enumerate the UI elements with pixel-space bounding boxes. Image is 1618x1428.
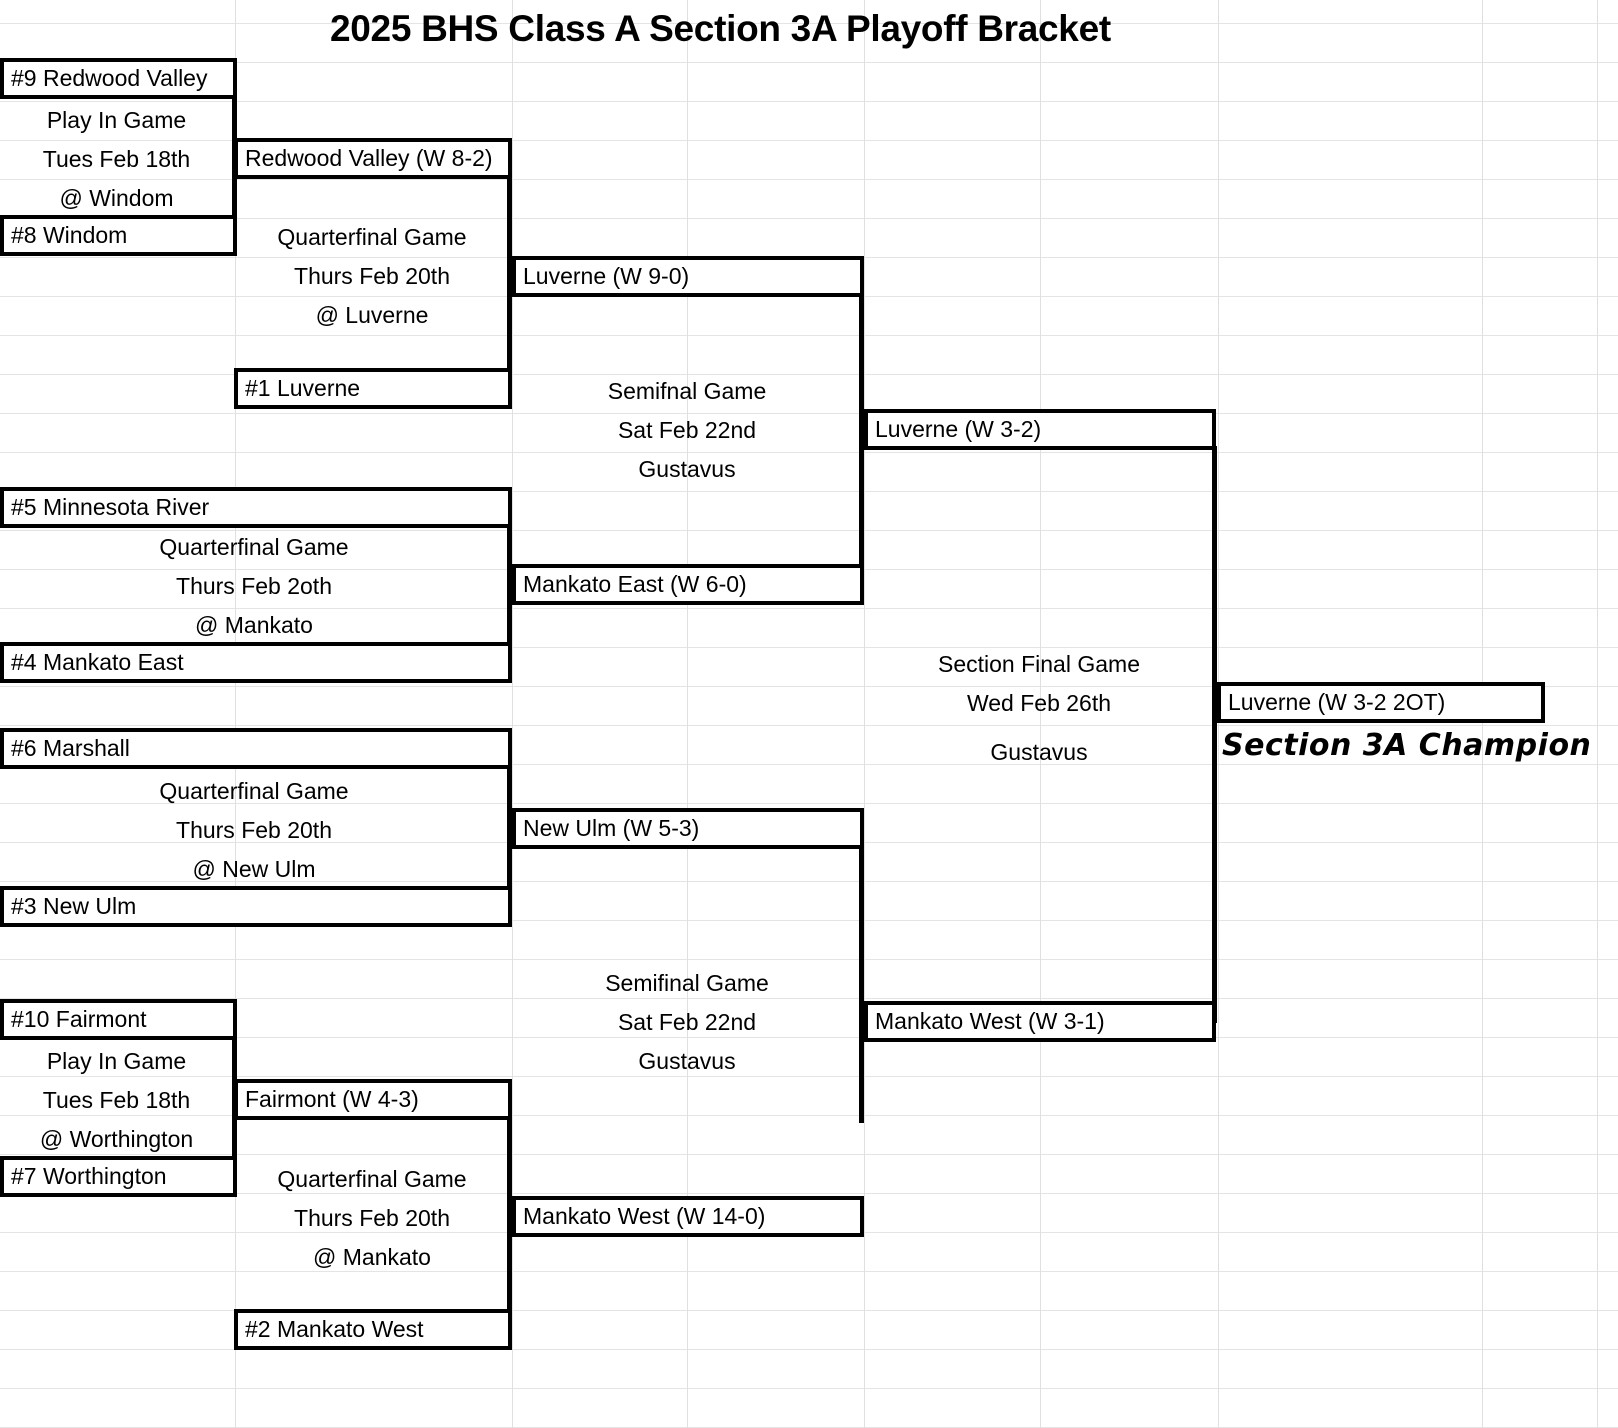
grid-column-line [512,0,513,1428]
winner-box-redwood-valley[interactable]: Redwood Valley (W 8-2) [234,138,512,179]
team-box-8-windom[interactable]: #8 Windom [0,215,237,256]
qf4-date: Thurs Feb 20th [294,1205,450,1231]
grid-row-line [0,998,1618,999]
grid-column-line [235,0,236,1428]
sf1-site: Gustavus [638,456,736,482]
grid-row-line [0,725,1618,726]
champion-box-luverne[interactable]: Luverne (W 3-2 2OT) [1217,682,1545,723]
team-box-6-marshall[interactable]: #6 Marshall [0,728,512,769]
grid-row-line [0,179,1618,180]
team-box-10-fairmont[interactable]: #10 Fairmont [0,999,237,1040]
grid-row-line [0,686,1618,687]
grid-row-line [0,491,1618,492]
sf2-label: Semifinal Game [605,970,769,996]
grid-column-line [1597,0,1598,1428]
sf2-date: Sat Feb 22nd [617,1009,757,1035]
play-in-top-label: Play In Game [46,107,187,133]
grid-row-line [0,335,1618,336]
qf1-label: Quarterfinal Game [277,224,467,250]
winner-box-mankato-west-qf[interactable]: Mankato West (W 14-0) [512,1196,864,1237]
grid-row-line [0,23,1618,24]
sf1-date: Sat Feb 22nd [617,417,757,443]
grid-row-line [0,881,1618,882]
grid-row-line [0,452,1618,453]
play-in-bottom-date: Tues Feb 18th [42,1087,191,1113]
winner-box-mankato-west-sf[interactable]: Mankato West (W 3-1) [864,1001,1216,1042]
winner-box-luverne-qf[interactable]: Luverne (W 9-0) [512,256,864,297]
grid-row-line [0,959,1618,960]
grid-row-line [0,1115,1618,1116]
winner-box-luverne-sf[interactable]: Luverne (W 3-2) [864,409,1216,450]
grid-row-line [0,1076,1618,1077]
team-box-4-mankato-east[interactable]: #4 Mankato East [0,642,512,683]
final-label: Section Final Game [938,651,1140,677]
winner-box-fairmont[interactable]: Fairmont (W 4-3) [234,1079,512,1120]
connector-sf1 [859,293,864,570]
team-box-2-mankato-west[interactable]: #2 Mankato West [234,1309,512,1350]
grid-row-line [0,608,1618,609]
grid-row-line [0,1310,1618,1311]
connector-final [1212,446,1217,1023]
qf2-label: Quarterfinal Game [159,534,349,560]
grid-row-line [0,62,1618,63]
grid-row-line [0,1154,1618,1155]
connector-qf3 [507,766,512,892]
team-box-1-luverne[interactable]: #1 Luverne [234,368,512,409]
grid-row-line [0,218,1618,219]
qf2-date: Thurs Feb 2oth [176,573,332,599]
team-box-3-new-ulm[interactable]: #3 New Ulm [0,886,512,927]
grid-row-line [0,1349,1618,1350]
team-box-9-redwood-valley[interactable]: #9 Redwood Valley [0,58,237,99]
connector-qf2 [507,524,512,647]
final-date: Wed Feb 26th [966,690,1112,716]
grid-column-line [1040,0,1041,1428]
champion-caption: Section 3A Champion [1222,728,1592,763]
play-in-bottom-label: Play In Game [46,1048,187,1074]
grid-row-line [0,413,1618,414]
grid-row-line [0,1037,1618,1038]
grid-row-line [0,764,1618,765]
play-in-top-date: Tues Feb 18th [42,146,191,172]
grid-row-line [0,530,1618,531]
grid-row-line [0,920,1618,921]
team-box-5-minnesota-river[interactable]: #5 Minnesota River [0,487,512,528]
qf1-site: @ Luverne [315,302,429,328]
qf3-date: Thurs Feb 20th [176,817,332,843]
qf4-site: @ Mankato [313,1244,431,1270]
grid-row-line [0,101,1618,102]
grid-row-line [0,140,1618,141]
qf3-label: Quarterfinal Game [159,778,349,804]
team-box-7-worthington[interactable]: #7 Worthington [0,1156,237,1197]
grid-column-line [864,0,865,1428]
qf2-site: @ Mankato [195,612,313,638]
page-title: 2025 BHS Class A Section 3A Playoff Brac… [330,8,1111,49]
grid-column-line [687,0,688,1428]
grid-row-line [0,374,1618,375]
grid-row-line [0,803,1618,804]
sf2-site: Gustavus [638,1048,736,1074]
grid-row-line [0,1388,1618,1389]
play-in-top-site: @ Windom [59,185,174,211]
winner-box-new-ulm[interactable]: New Ulm (W 5-3) [512,808,864,849]
qf3-site: @ New Ulm [192,856,316,882]
grid-row-line [0,647,1618,648]
qf1-date: Thurs Feb 20th [294,263,450,289]
sf1-label: Semifnal Game [607,378,767,404]
final-site: Gustavus [990,739,1088,765]
grid-row-line [0,1271,1618,1272]
connector-qf4 [507,1116,512,1314]
connector-sf2 [859,845,864,1123]
qf4-label: Quarterfinal Game [277,1166,467,1192]
winner-box-mankato-east[interactable]: Mankato East (W 6-0) [512,564,864,605]
grid-row-line [0,1193,1618,1194]
play-in-bottom-site: @ Worthington [39,1126,194,1152]
connector-qf1 [507,175,512,373]
